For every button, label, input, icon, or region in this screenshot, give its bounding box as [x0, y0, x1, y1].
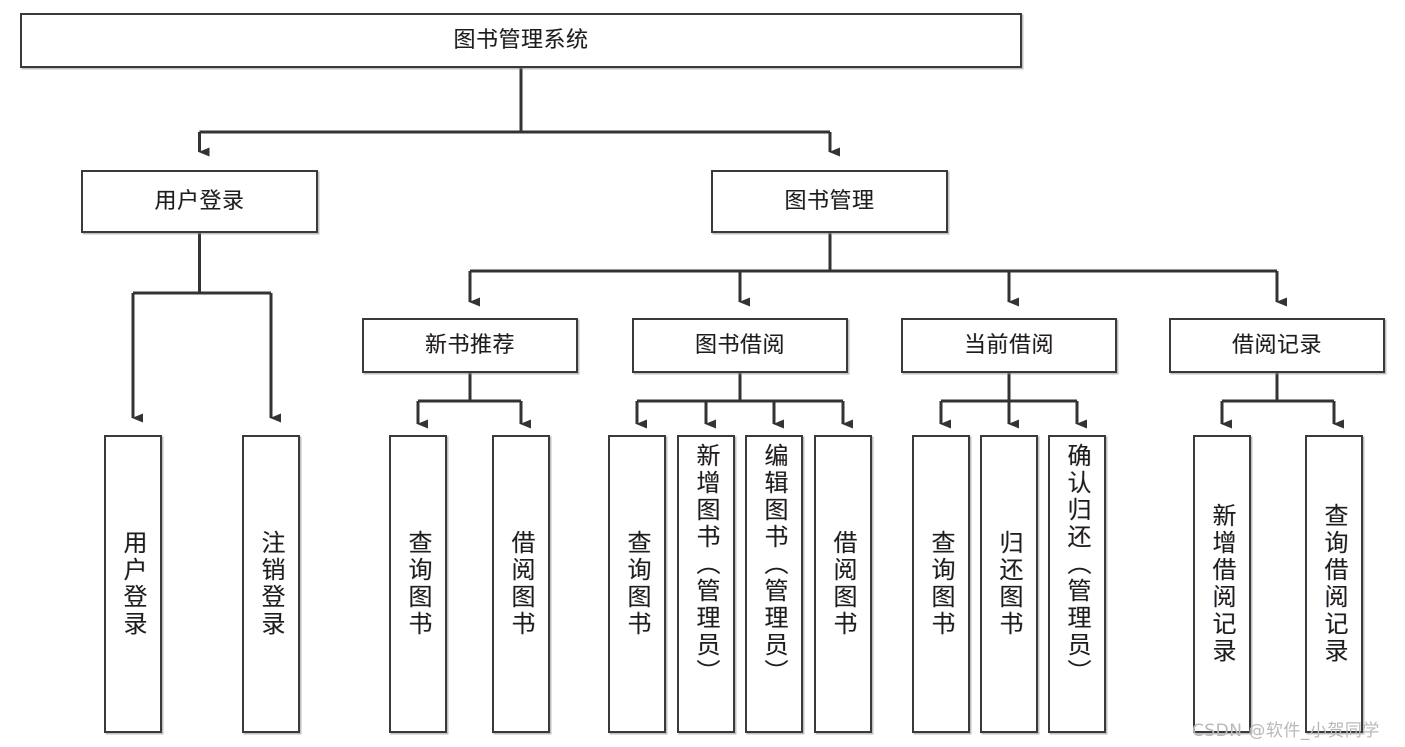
leaf-current-borrow-return[interactable]: 归还图书 — [980, 435, 1038, 733]
leaf-new-book-borrow[interactable]: 借阅图书 — [492, 435, 550, 733]
node-book-management[interactable]: 图书管理 — [711, 170, 948, 233]
node-label: 查询图书 — [623, 530, 651, 638]
leaf-book-borrow-add[interactable]: 新增图书（管理员） — [677, 435, 735, 733]
leaf-new-book-query[interactable]: 查询图书 — [389, 435, 447, 733]
node-label: 新增借阅记录 — [1208, 503, 1236, 665]
node-label: 归还图书 — [995, 530, 1023, 638]
leaf-borrow-record-query[interactable]: 查询借阅记录 — [1305, 435, 1363, 733]
node-label: 新增图书（管理员） — [692, 443, 720, 686]
leaf-borrow-record-add[interactable]: 新增借阅记录 — [1193, 435, 1251, 733]
leaf-user-login-signin[interactable]: 用户登录 — [104, 435, 162, 733]
node-current-borrow[interactable]: 当前借阅 — [901, 318, 1117, 373]
node-label: 编辑图书（管理员） — [760, 443, 788, 686]
node-label: 查询图书 — [927, 530, 955, 638]
node-user-login[interactable]: 用户登录 — [81, 170, 318, 233]
node-label: 用户登录 — [119, 530, 147, 638]
node-label: 确认归还（管理员） — [1063, 443, 1091, 686]
leaf-current-borrow-query[interactable]: 查询图书 — [912, 435, 970, 733]
leaf-book-borrow-lend[interactable]: 借阅图书 — [814, 435, 872, 733]
node-label: 借阅记录 — [1231, 332, 1322, 358]
node-label: 新书推荐 — [424, 332, 515, 358]
csdn-watermark: CSDN @软件_小贺同学 — [1192, 721, 1380, 741]
node-label: 图书借阅 — [694, 332, 785, 358]
node-label: 当前借阅 — [963, 332, 1054, 358]
node-label: 查询图书 — [404, 530, 432, 638]
node-label: 注销登录 — [257, 530, 285, 638]
node-label: 图书管理系统 — [453, 27, 589, 53]
leaf-book-borrow-edit[interactable]: 编辑图书（管理员） — [745, 435, 803, 733]
node-new-book-recommend[interactable]: 新书推荐 — [362, 318, 578, 373]
leaf-book-borrow-query[interactable]: 查询图书 — [608, 435, 666, 733]
node-label: 用户登录 — [154, 188, 245, 214]
node-label: 借阅图书 — [507, 530, 535, 638]
node-label: 查询借阅记录 — [1320, 503, 1348, 665]
node-root-book-management-system[interactable]: 图书管理系统 — [20, 13, 1022, 68]
leaf-current-borrow-confirm-return[interactable]: 确认归还（管理员） — [1048, 435, 1106, 733]
node-label: 借阅图书 — [829, 530, 857, 638]
leaf-user-login-signout[interactable]: 注销登录 — [242, 435, 300, 733]
node-label: 图书管理 — [784, 188, 875, 214]
node-borrow-record[interactable]: 借阅记录 — [1169, 318, 1385, 373]
node-book-borrow[interactable]: 图书借阅 — [632, 318, 848, 373]
